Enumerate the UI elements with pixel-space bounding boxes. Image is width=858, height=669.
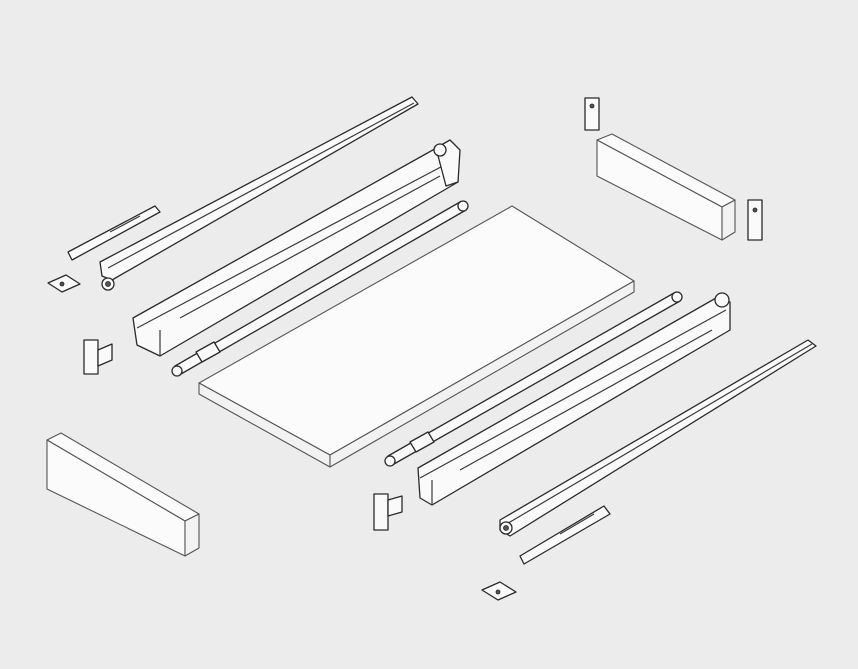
left-hinge-bracket — [47, 274, 81, 293]
drawer-bottom-panel — [198, 205, 635, 468]
right-drawer-side — [417, 292, 731, 506]
right-rail-clip — [519, 505, 611, 565]
left-drawer-side — [132, 139, 461, 357]
right-synchronising-rod — [384, 291, 683, 467]
left-cabinet-rail — [99, 96, 419, 291]
drawer-back-panel — [596, 133, 736, 241]
left-rail-clip — [67, 205, 161, 261]
right-back-bracket-side — [747, 199, 763, 241]
right-hinge-bracket — [481, 581, 517, 601]
drawer-front-panel — [46, 432, 200, 557]
right-back-bracket-top — [584, 97, 600, 131]
right-cabinet-rail — [499, 339, 817, 537]
right-front-fixing-bracket — [373, 493, 403, 531]
left-front-fixing-bracket — [83, 339, 113, 375]
left-synchronising-rod — [171, 200, 469, 377]
